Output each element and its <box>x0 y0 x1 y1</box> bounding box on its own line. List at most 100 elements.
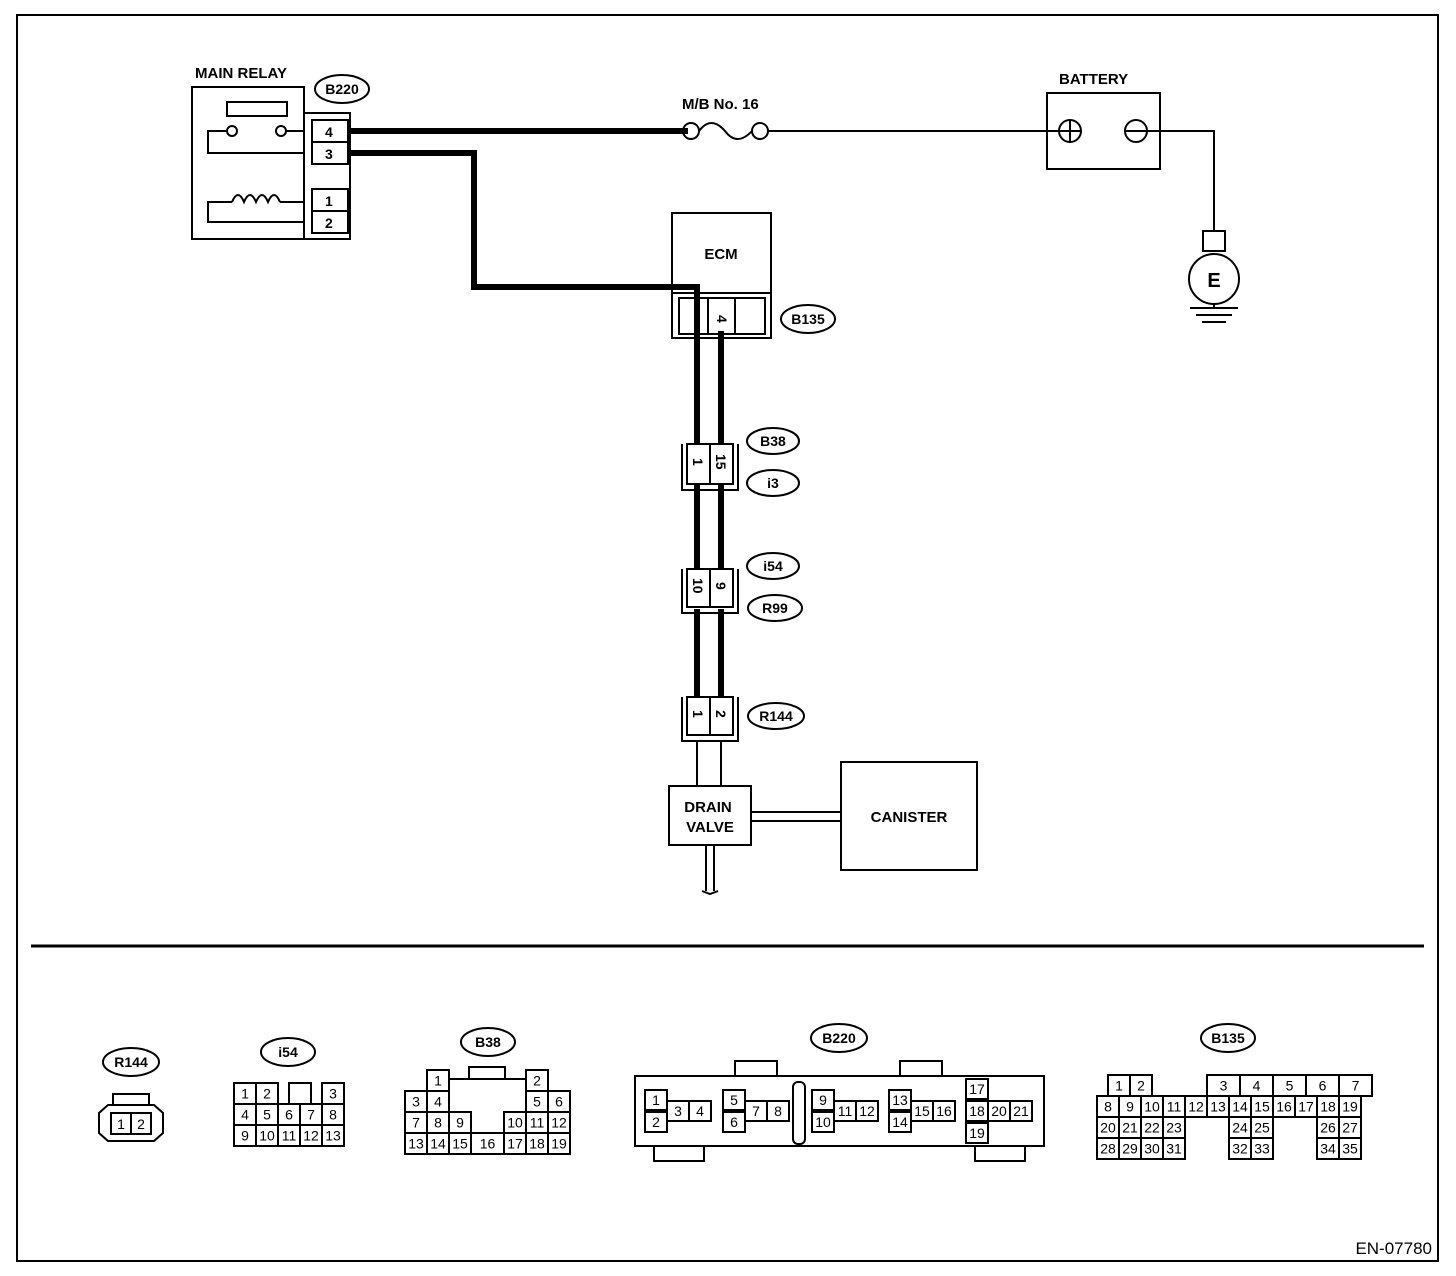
b38-pin-11: 11 <box>530 1115 545 1131</box>
b135-pin-17: 17 <box>1298 1099 1314 1115</box>
i54-pin-12: 12 <box>303 1128 319 1144</box>
b220-pin-19-cell <box>965 1122 989 1144</box>
b38-pin-16: 16 <box>480 1136 496 1152</box>
svg-text:B135: B135 <box>1211 1030 1245 1046</box>
relay-coil-icon <box>231 194 281 205</box>
b38-pin-9: 9 <box>456 1115 464 1131</box>
i54-pin-5: 5 <box>263 1107 271 1123</box>
b135-pin-26: 26 <box>1320 1120 1336 1136</box>
b38-pin-13: 13 <box>408 1136 424 1152</box>
i54-pin-2: 2 <box>263 1086 271 1102</box>
i54-pin-13: 13 <box>325 1128 341 1144</box>
svg-text:15: 15 <box>713 454 729 470</box>
svg-text:CANISTER: CANISTER <box>871 809 948 826</box>
i54-pin-9: 9 <box>241 1128 249 1144</box>
b220-pin-21-cell <box>1009 1100 1033 1122</box>
i54-pin-7: 7 <box>307 1107 315 1123</box>
b135-pin-21: 21 <box>1122 1120 1138 1136</box>
relay-pin-4: 4 <box>325 124 333 140</box>
svg-text:R144: R144 <box>759 708 793 724</box>
b38-pin-15: 15 <box>452 1136 468 1152</box>
i54-key-cell <box>288 1082 312 1105</box>
b135-pin-7: 7 <box>1352 1078 1360 1094</box>
svg-text:DRAIN: DRAIN <box>684 799 732 816</box>
b38-pin-6: 6 <box>555 1094 563 1110</box>
b135-pin-25: 25 <box>1254 1120 1270 1136</box>
wire-relay-pin3 <box>347 150 700 448</box>
main-relay-label: MAIN RELAY <box>195 65 287 82</box>
connector-tag-i3: i3 <box>746 469 800 497</box>
b135-pin-9: 9 <box>1126 1099 1134 1115</box>
b135-pin-33: 33 <box>1254 1141 1270 1157</box>
b220-pin-16: 16 <box>936 1103 952 1119</box>
i54-pin-4: 4 <box>241 1107 249 1123</box>
b135-pin-34: 34 <box>1320 1141 1336 1157</box>
connector-tag-r144: R144 <box>747 702 805 730</box>
b135-pin-18: 18 <box>1320 1099 1336 1115</box>
b220-pin-3: 3 <box>674 1103 682 1119</box>
b38-pin-5: 5 <box>533 1094 541 1110</box>
b220-pin-7: 7 <box>752 1103 760 1119</box>
ecm-label: ECM <box>704 246 737 263</box>
b135-pin-13: 13 <box>1210 1099 1226 1115</box>
b135-pin-3: 3 <box>1220 1078 1228 1094</box>
b135-pin-4: 4 <box>1253 1078 1261 1094</box>
b220-pin-14: 14 <box>892 1114 908 1130</box>
b38-pin-4: 4 <box>434 1094 442 1110</box>
svg-text:10: 10 <box>690 578 706 594</box>
b135-pin-8: 8 <box>1104 1099 1112 1115</box>
diagram-frame <box>16 14 1439 1262</box>
svg-text:1: 1 <box>690 458 706 466</box>
svg-text:i3: i3 <box>767 475 779 491</box>
b135-pin-29: 29 <box>1122 1141 1138 1157</box>
fuse-label: M/B No. 16 <box>682 96 759 113</box>
b220-pin-11: 11 <box>838 1103 853 1119</box>
b135-pin-35-cell <box>1338 1137 1362 1160</box>
b38-pin-17: 17 <box>507 1136 523 1152</box>
b135-pin-23: 23 <box>1166 1120 1182 1136</box>
b135-pin-32: 32 <box>1232 1141 1248 1157</box>
b38-pin-12: 12 <box>551 1115 567 1131</box>
connector-tag-r99: R99 <box>747 594 803 622</box>
b38-pin-3: 3 <box>412 1094 420 1110</box>
connector-r144: 1 2 <box>681 696 739 742</box>
b220-pin-4-cell <box>688 1100 712 1122</box>
ecm: ECM 4 <box>671 212 772 339</box>
b220-pin-9: 9 <box>819 1092 827 1108</box>
i54-pin-3: 3 <box>329 1086 337 1102</box>
canister: CANISTER <box>840 761 978 871</box>
b135-pin-10: 10 <box>1144 1099 1160 1115</box>
svg-text:1: 1 <box>117 1116 125 1132</box>
b220-pin-19: 19 <box>969 1125 985 1141</box>
b135-pin-30: 30 <box>1144 1141 1160 1157</box>
connector-tag-b220: B220 <box>314 74 370 104</box>
b135-pin-6: 6 <box>1319 1078 1327 1094</box>
b220-pin-12: 12 <box>859 1103 875 1119</box>
b38-pin-7: 7 <box>412 1115 420 1131</box>
connector-view-r144: R144 1 2 <box>98 1047 164 1142</box>
b135-pin-15: 15 <box>1254 1099 1270 1115</box>
svg-text:R99: R99 <box>762 600 788 616</box>
i54-pin-1: 1 <box>241 1086 249 1102</box>
b220-pin-10: 10 <box>815 1114 831 1130</box>
b220-pin-20: 20 <box>991 1103 1007 1119</box>
b38-pin-14: 14 <box>430 1136 446 1152</box>
svg-text:R144: R144 <box>114 1054 148 1070</box>
b220-pin-8: 8 <box>774 1103 782 1119</box>
svg-text:i54: i54 <box>763 558 783 574</box>
b220-pin-13: 13 <box>892 1092 908 1108</box>
svg-text:1: 1 <box>690 710 706 718</box>
b38-pin-18: 18 <box>529 1136 545 1152</box>
connector-tag-b135: B135 <box>780 304 836 334</box>
b220-pin-2: 2 <box>652 1114 660 1130</box>
b135-pin-22: 22 <box>1144 1120 1160 1136</box>
svg-text:VALVE: VALVE <box>686 819 734 836</box>
b135-pin-35: 35 <box>1342 1141 1358 1157</box>
b135-pin-28: 28 <box>1100 1141 1116 1157</box>
connector-tag-b38: B38 <box>746 427 800 455</box>
b38-pin-2: 2 <box>533 1073 541 1089</box>
